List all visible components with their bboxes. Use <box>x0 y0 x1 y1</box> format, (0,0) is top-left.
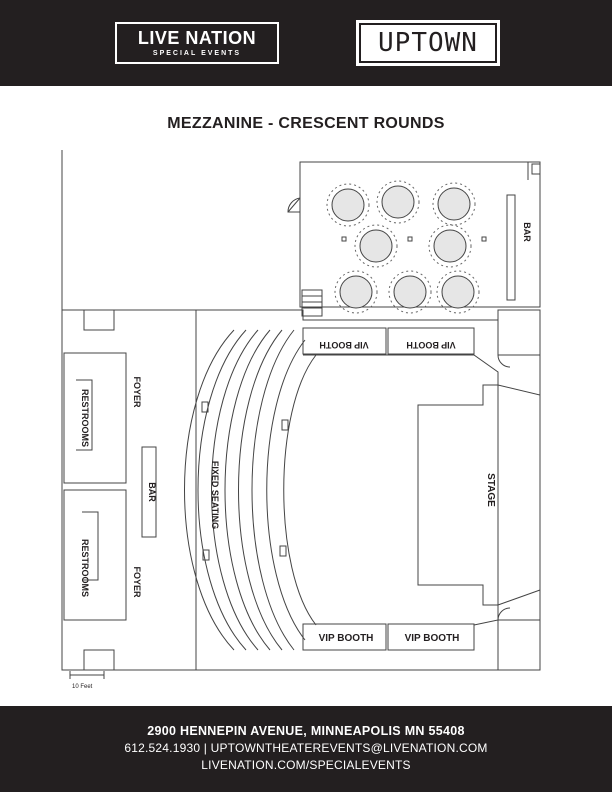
round-tables <box>331 185 475 309</box>
live-nation-logo: LIVE NATION SPECIAL EVENTS <box>115 22 279 64</box>
foyer-bottom-label: FOYER <box>132 566 142 598</box>
live-nation-logo-sub: SPECIAL EVENTS <box>152 50 242 57</box>
foyer-top-label: FOYER <box>132 376 142 408</box>
live-nation-logo-main: LIVE NATION <box>137 28 257 48</box>
header-bar: LIVE NATION SPECIAL EVENTS UPTOWN <box>0 0 612 86</box>
footer-address: 2900 HENNEPIN AVENUE, MINNEAPOLIS MN 554… <box>147 724 465 738</box>
vip-booth-bottom-right-label: VIP BOOTH <box>405 633 460 644</box>
footer-bar: 2900 HENNEPIN AVENUE, MINNEAPOLIS MN 554… <box>0 706 612 792</box>
floor-plan: BAR VIP BOOTH VIP BOOTH VIP BOOTH VIP BO… <box>58 150 548 700</box>
bar-left-label: BAR <box>147 482 157 502</box>
vip-booth-bottom-left-label: VIP BOOTH <box>319 633 374 644</box>
scale-label: 10 Feet <box>72 684 93 690</box>
footer-website: LIVENATION.COM/SPECIALEVENTS <box>201 758 411 772</box>
footer-contact: 612.524.1930 | UPTOWNTHEATEREVENTS@LIVEN… <box>124 741 488 755</box>
restrooms-bottom-label: RESTROOMS <box>80 539 90 597</box>
uptown-logo-text: UPTOWN <box>359 23 497 63</box>
bar-top-label: BAR <box>522 222 532 242</box>
stage-label: STAGE <box>485 473 496 507</box>
page-title: MEZZANINE - CRESCENT ROUNDS <box>167 115 445 132</box>
vip-booth-top-right-label: VIP BOOTH <box>406 340 455 350</box>
floor-plan-drawing: BAR VIP BOOTH VIP BOOTH VIP BOOTH VIP BO… <box>61 150 541 690</box>
fixed-seating-label: FIXED SEATING <box>210 461 220 529</box>
restrooms-top-label: RESTROOMS <box>80 389 90 447</box>
vip-booth-top-left-label: VIP BOOTH <box>319 340 368 350</box>
uptown-logo: UPTOWN <box>356 20 500 66</box>
